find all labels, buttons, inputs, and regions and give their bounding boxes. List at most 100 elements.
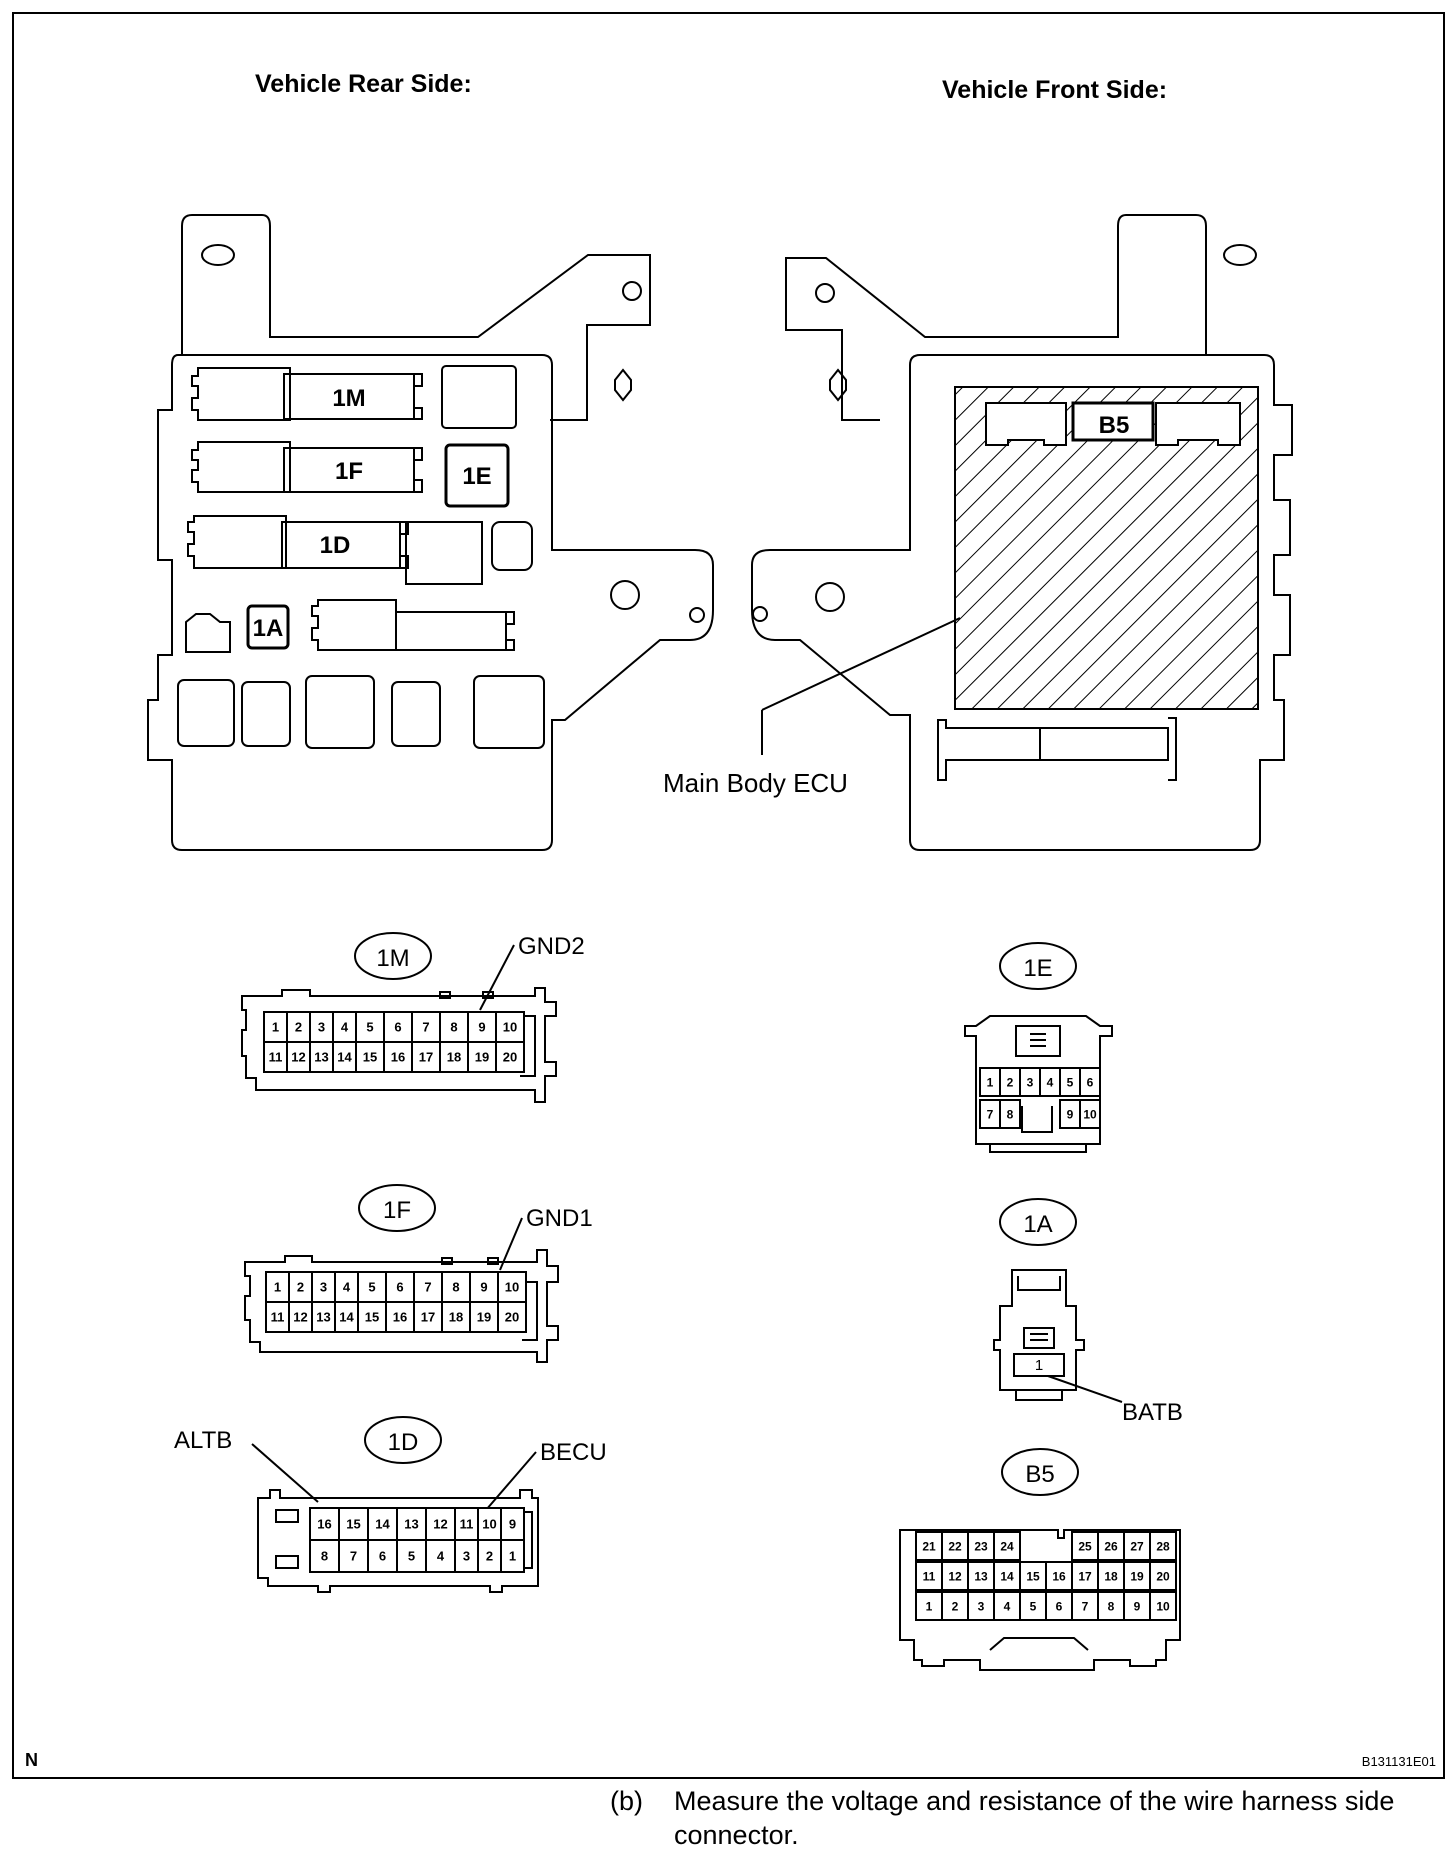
pin-number: 18 xyxy=(449,1310,463,1325)
ecu-connector-row xyxy=(985,401,1241,446)
pin-cell xyxy=(1123,1591,1151,1621)
callout-altb-leader xyxy=(251,1443,319,1503)
pin-cell xyxy=(500,1539,525,1573)
pin-number: 5 xyxy=(1067,1075,1074,1089)
pin-number: 16 xyxy=(391,1050,405,1065)
pin-number: 4 xyxy=(341,1020,349,1035)
pin-number: 5 xyxy=(1030,1599,1037,1613)
label-1D: 1D xyxy=(320,532,351,559)
rear-side-title: Vehicle Rear Side: xyxy=(255,70,472,98)
pin-number: 14 xyxy=(339,1310,354,1325)
pin-number: 17 xyxy=(421,1310,435,1325)
pin-number: 20 xyxy=(503,1050,517,1065)
connector-1E-tag xyxy=(999,942,1077,990)
pin-number: 13 xyxy=(316,1310,330,1325)
connector-B5-name: B5 xyxy=(1025,1461,1054,1488)
pin-number: 8 xyxy=(450,1020,457,1035)
pin-cell xyxy=(967,1591,995,1621)
connector-1E-name: 1E xyxy=(1023,955,1052,982)
pin-number: 5 xyxy=(408,1549,415,1564)
pin-number: 11 xyxy=(271,1310,285,1325)
pin-cell xyxy=(497,1301,527,1333)
pin-number: 2 xyxy=(1007,1075,1014,1089)
pin-cell xyxy=(469,1271,499,1303)
pin-number: 10 xyxy=(503,1020,517,1035)
pin-cell xyxy=(1149,1561,1177,1591)
connector-1A-name: 1A xyxy=(1023,1211,1052,1238)
pin-number: 10 xyxy=(482,1517,496,1532)
pin-cell xyxy=(1019,1561,1047,1591)
connector-1D-tag xyxy=(364,1416,442,1464)
connector-1A-housing xyxy=(993,1269,1085,1401)
pin-cell xyxy=(467,1041,497,1073)
pin-cell xyxy=(425,1507,456,1541)
pin-number: 19 xyxy=(1130,1569,1144,1583)
pin-cell xyxy=(495,1041,525,1073)
connector-1F-tag xyxy=(358,1184,436,1232)
pin-number: 2 xyxy=(952,1599,959,1613)
pin-cell xyxy=(439,1011,469,1043)
connector-B5-tag xyxy=(1001,1448,1079,1496)
pin-number: 26 xyxy=(1104,1539,1118,1553)
pin-number: 8 xyxy=(321,1549,328,1564)
pin-number: 9 xyxy=(1067,1107,1074,1121)
pin-number: 18 xyxy=(1104,1569,1118,1583)
pin-cell xyxy=(383,1041,413,1073)
pin-number: 13 xyxy=(404,1517,418,1532)
pin-number: 9 xyxy=(480,1280,487,1295)
front-side-title: Vehicle Front Side: xyxy=(942,76,1167,104)
callout-gnd1: GND1 xyxy=(526,1205,593,1232)
pin-number: 19 xyxy=(475,1050,489,1065)
pin-number: 7 xyxy=(424,1280,431,1295)
pin-number: 22 xyxy=(948,1539,962,1553)
instruction-label: (b) xyxy=(610,1786,643,1816)
label-1F: 1F xyxy=(335,458,363,485)
pin-number: 3 xyxy=(318,1020,325,1035)
pin-number: 12 xyxy=(948,1569,962,1583)
pin-cell xyxy=(993,1591,1021,1621)
pin-number: 5 xyxy=(366,1020,373,1035)
pin-cell xyxy=(367,1539,398,1573)
pin-cell xyxy=(967,1561,995,1591)
pin-number: 12 xyxy=(291,1050,305,1065)
pin-cell xyxy=(396,1539,427,1573)
pin-cell xyxy=(1149,1531,1177,1561)
pin-number: 8 xyxy=(1108,1599,1115,1613)
pin-number: 14 xyxy=(337,1050,352,1065)
pin-number: 14 xyxy=(375,1517,390,1532)
pin-cell xyxy=(309,1539,340,1573)
pin-cell xyxy=(355,1041,385,1073)
pin-number: 1 xyxy=(274,1280,281,1295)
callout-batb: BATB xyxy=(1122,1399,1183,1426)
connector-1F-housing xyxy=(244,1249,559,1363)
label-1M: 1M xyxy=(332,385,365,412)
pin-number: 7 xyxy=(350,1549,357,1564)
pin-number: 9 xyxy=(509,1517,516,1532)
callout-altb: ALTB xyxy=(174,1427,232,1454)
ecu-leader-line xyxy=(761,617,961,711)
pin-number: 16 xyxy=(393,1310,407,1325)
pin-number: 6 xyxy=(396,1280,403,1295)
pin-number: 21 xyxy=(922,1539,936,1553)
pin-number: 9 xyxy=(478,1020,485,1035)
pin-number: 1 xyxy=(509,1549,516,1564)
pin-number: 8 xyxy=(452,1280,459,1295)
pin-cell xyxy=(915,1591,943,1621)
instruction-text: Measure the voltage and resistance of th… xyxy=(674,1786,1395,1850)
pin-cell xyxy=(396,1507,427,1541)
pin-number: 10 xyxy=(1156,1599,1170,1613)
pin-number: 6 xyxy=(379,1549,386,1564)
pin-number: 1 xyxy=(987,1075,994,1089)
pin-number: 3 xyxy=(978,1599,985,1613)
pin-number: 2 xyxy=(486,1549,493,1564)
pin-number: 7 xyxy=(987,1107,994,1121)
pin-number: 1 xyxy=(272,1020,279,1035)
pin-cell xyxy=(309,1507,340,1541)
pin-number: 10 xyxy=(1083,1107,1097,1121)
pin-cell xyxy=(993,1531,1021,1561)
connector-1D-name: 1D xyxy=(388,1429,419,1456)
label-1E: 1E xyxy=(462,463,491,490)
